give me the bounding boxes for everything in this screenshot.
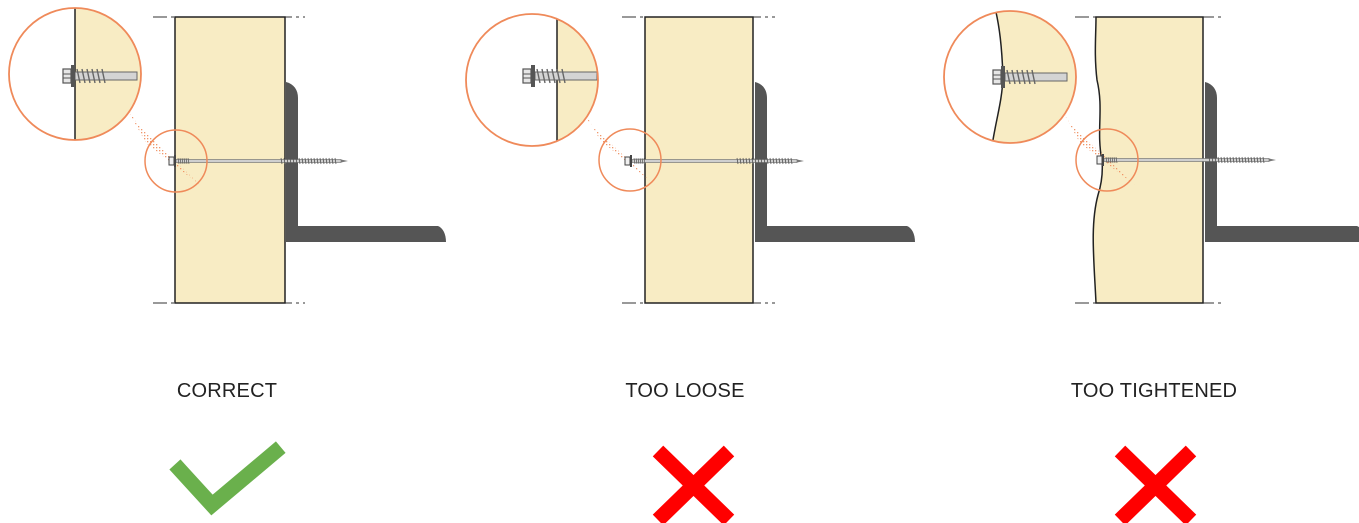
caption-too-loose: TOO LOOSE [625,380,745,402]
panel-too-tightened [943,10,1359,304]
panel-too-loose [465,13,915,304]
panel-correct [8,7,446,304]
detail-circle-small [598,128,662,192]
detail-magnifier [8,7,142,141]
detail-circle-small [1075,128,1139,192]
detail-magnifier [943,10,1077,144]
check-mark-icon [169,441,286,516]
cross-mark-icon [1114,445,1197,523]
detail-circle-small [144,129,208,193]
caption-too-tightened: TOO TIGHTENED [1070,380,1238,402]
caption-correct: CORRECT [176,380,278,402]
cross-mark-icon [652,445,735,523]
